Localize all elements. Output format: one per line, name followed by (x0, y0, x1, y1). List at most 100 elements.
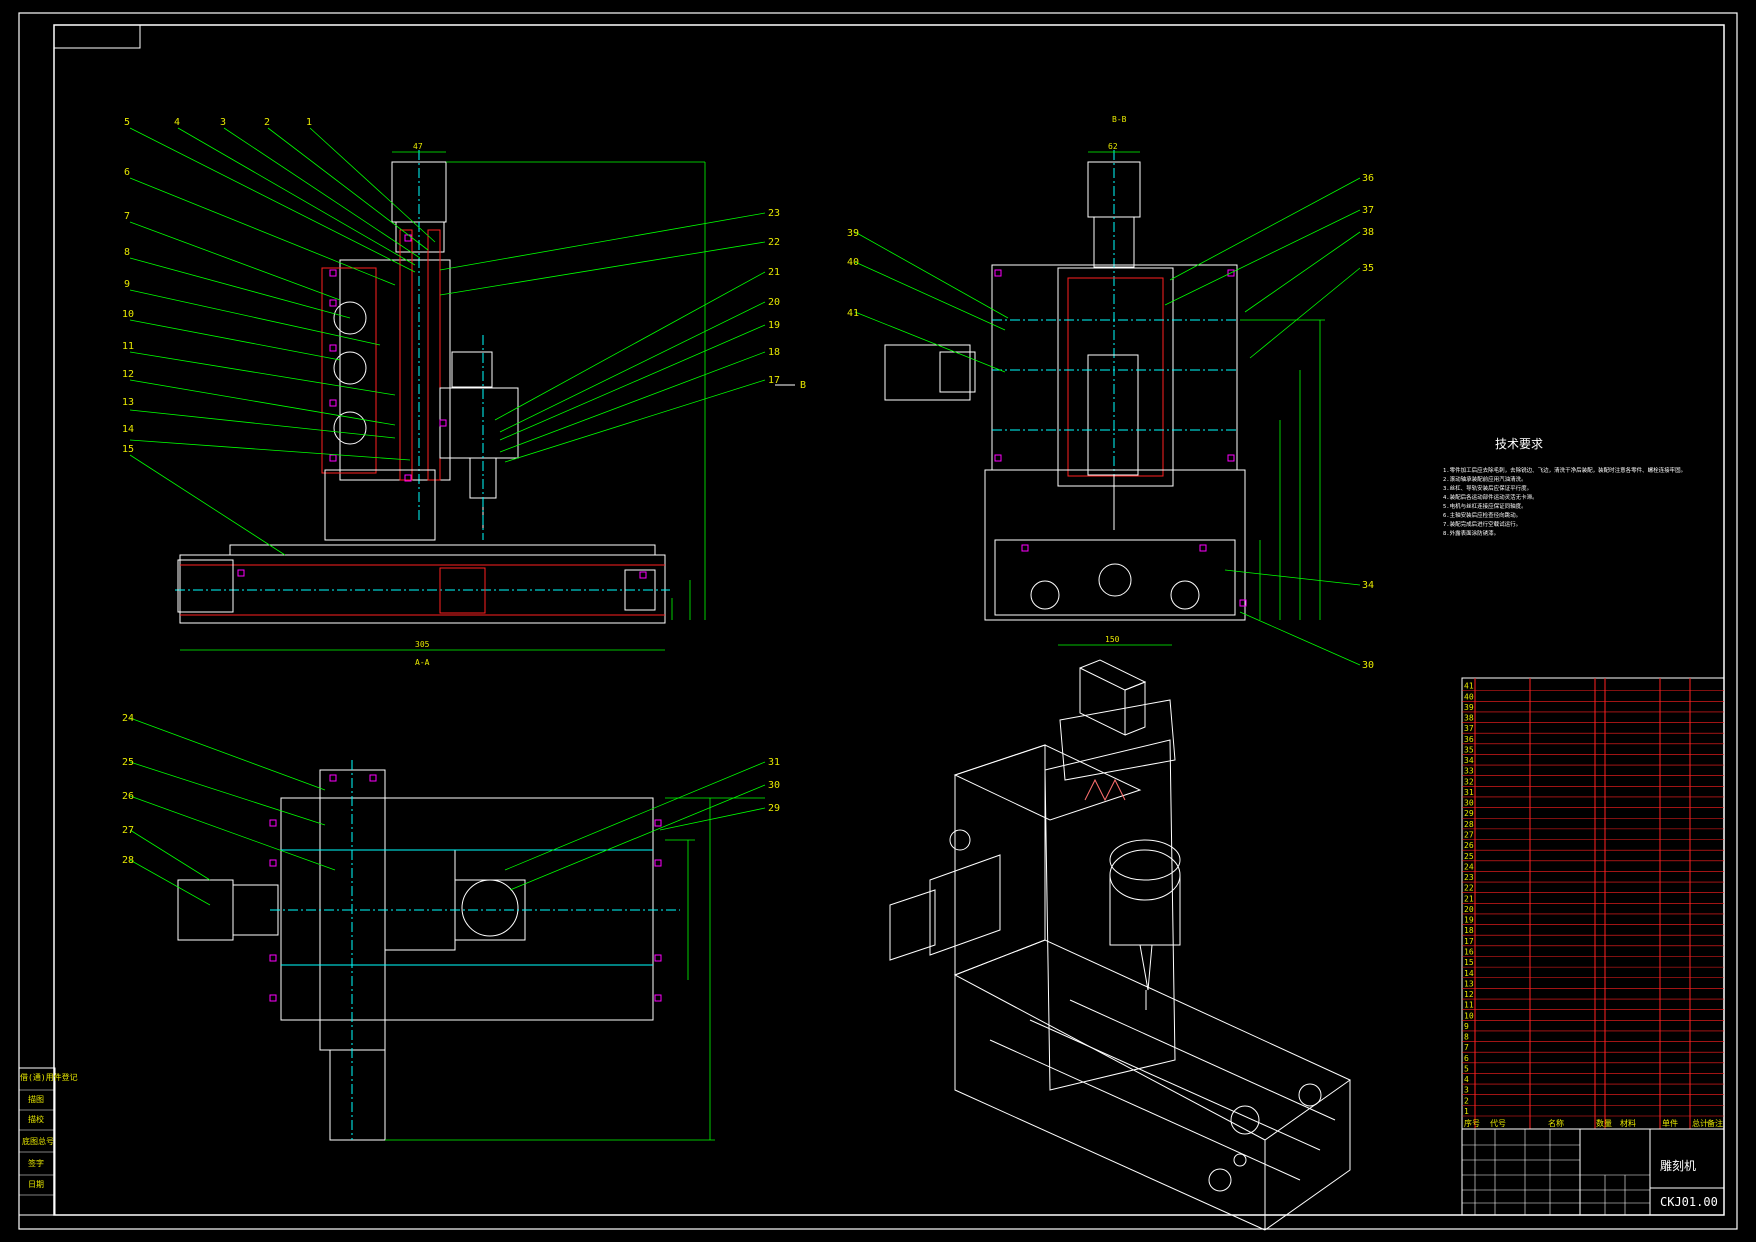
tech-req-line-7: 7.装配完成后进行空载试运行。 (1443, 520, 1521, 528)
strip-label-5: 签字 (28, 1158, 44, 1168)
inner-border (53, 24, 1725, 1216)
section-label-aa: A-A (415, 658, 430, 667)
table-row-number: 1 (1464, 1107, 1469, 1116)
dim-top-width: 47 (413, 142, 423, 151)
balloon-23: 23 (768, 208, 780, 219)
drawing-title: 雕刻机 (1660, 1158, 1696, 1173)
table-row-number: 11 (1464, 1001, 1474, 1010)
header-total: 总计 (1692, 1118, 1708, 1128)
table-row-number: 31 (1464, 788, 1474, 797)
balloon-24: 24 (122, 713, 134, 724)
table-row-number: 2 (1464, 1096, 1469, 1105)
balloon-31: 31 (768, 757, 780, 768)
dim-side-bottom: 150 (1105, 635, 1120, 644)
table-row-number: 35 (1464, 745, 1474, 754)
balloon-40: 40 (847, 257, 859, 268)
table-row-number: 30 (1464, 799, 1474, 808)
header-name: 名称 (1548, 1118, 1564, 1128)
balloon-36: 36 (1362, 173, 1374, 184)
table-row-number: 13 (1464, 979, 1474, 988)
balloon-30-top: 30 (768, 780, 780, 791)
balloon-13: 13 (122, 397, 134, 408)
table-row-number: 10 (1464, 1011, 1474, 1020)
table-row-number: 24 (1464, 862, 1474, 871)
balloon-25: 25 (122, 757, 134, 768)
dim-side-top: 62 (1108, 142, 1118, 151)
balloon-20: 20 (768, 297, 780, 308)
tech-req-line-4: 4.装配后各运动部件运动灵活无卡滞。 (1443, 493, 1538, 501)
table-row-number: 40 (1464, 692, 1474, 701)
section-label-bb: B-B (1112, 115, 1127, 124)
code-box (53, 24, 141, 49)
balloon-34: 34 (1362, 580, 1374, 591)
table-row-number: 34 (1464, 756, 1474, 765)
left-revision-strip: 借(通)用件登记 描图 描校 底图总号 签字 日期 (18, 1067, 78, 1216)
balloon-29: 29 (768, 803, 780, 814)
table-row-number: 3 (1464, 1086, 1469, 1095)
tech-req-line-8: 8.外露表面涂防锈漆。 (1443, 529, 1499, 537)
header-remark: 备注 (1707, 1118, 1723, 1128)
table-row-number: 7 (1464, 1043, 1469, 1052)
tech-req-title: 技术要求 (1495, 437, 1543, 451)
isometric-view (889, 659, 1351, 1231)
tech-req-line-6: 6.主轴安装后应检查径向跳动。 (1443, 511, 1521, 519)
table-row-number: 20 (1464, 905, 1474, 914)
balloon-8: 8 (124, 247, 130, 258)
table-row-number: 9 (1464, 1022, 1469, 1031)
table-row-number: 26 (1464, 841, 1474, 850)
outer-border (18, 12, 1738, 1230)
balloon-21: 21 (768, 267, 780, 278)
table-row-number: 4 (1464, 1075, 1469, 1084)
tech-req-line-5: 5.电机与丝杠连接应保证同轴度。 (1443, 502, 1527, 510)
strip-label-1: 借(通)用件登记 (20, 1072, 78, 1082)
table-row-number: 38 (1464, 714, 1474, 723)
table-row-number: 37 (1464, 724, 1474, 733)
balloon-41: 41 (847, 308, 859, 319)
table-row-number: 12 (1464, 990, 1474, 999)
balloon-9: 9 (124, 279, 130, 290)
balloon-1: 1 (306, 117, 312, 128)
balloon-39: 39 (847, 228, 859, 239)
tech-requirements: 技术要求 1.零件加工后应去除毛刺，去除锐边、飞边，清洗干净后装配，装配时注意各… (1443, 437, 1686, 537)
tech-req-line-2: 2.滚动轴承装配前应用汽油清洗。 (1443, 475, 1527, 483)
drawing-code: CKJ01.00 (1660, 1195, 1718, 1209)
top-view: 24 25 26 27 28 31 30 29 (122, 713, 780, 1141)
title-block: 雕刻机 CKJ01.00 (1461, 1128, 1725, 1216)
dim-base-width: 305 (415, 640, 430, 649)
tech-req-line-3: 3.丝杠、导轨安装后应保证平行度。 (1443, 484, 1532, 492)
table-row-number: 17 (1464, 937, 1474, 946)
table-row-number: 8 (1464, 1033, 1469, 1042)
table-row-number: 25 (1464, 852, 1474, 861)
table-row-number: 36 (1464, 735, 1474, 744)
balloon-14: 14 (122, 424, 134, 435)
balloon-6: 6 (124, 167, 130, 178)
table-row-number: 28 (1464, 820, 1474, 829)
table-row-number: 14 (1464, 969, 1474, 978)
balloon-18: 18 (768, 347, 780, 358)
header-no: 序号 (1464, 1118, 1480, 1128)
balloon-38: 38 (1362, 227, 1374, 238)
balloon-11: 11 (122, 341, 134, 352)
header-qty: 数量 (1596, 1118, 1612, 1128)
balloon-12: 12 (122, 369, 134, 380)
balloon-15: 15 (122, 444, 134, 455)
table-row-number: 27 (1464, 831, 1474, 840)
balloon-35: 35 (1362, 263, 1374, 274)
table-row-number: 23 (1464, 873, 1474, 882)
view-arrow-b: B (800, 380, 806, 391)
table-row-number: 19 (1464, 916, 1474, 925)
balloon-22: 22 (768, 237, 780, 248)
table-row-number: 15 (1464, 958, 1474, 967)
balloon-28: 28 (122, 855, 134, 866)
strip-label-4: 底图总号 (22, 1136, 54, 1146)
balloon-27: 27 (122, 825, 134, 836)
balloon-17: 17 (768, 375, 780, 386)
balloon-19: 19 (768, 320, 780, 331)
tech-req-line-1: 1.零件加工后应去除毛刺，去除锐边、飞边，清洗干净后装配，装配时注意各零件、螺栓… (1443, 466, 1686, 474)
table-row-number: 41 (1464, 682, 1474, 691)
strip-label-3: 描校 (28, 1114, 44, 1124)
table-row-number: 22 (1464, 884, 1474, 893)
balloon-30-side: 30 (1362, 660, 1374, 671)
table-row-number: 16 (1464, 947, 1474, 956)
side-view: B-B 62 (847, 115, 1374, 671)
